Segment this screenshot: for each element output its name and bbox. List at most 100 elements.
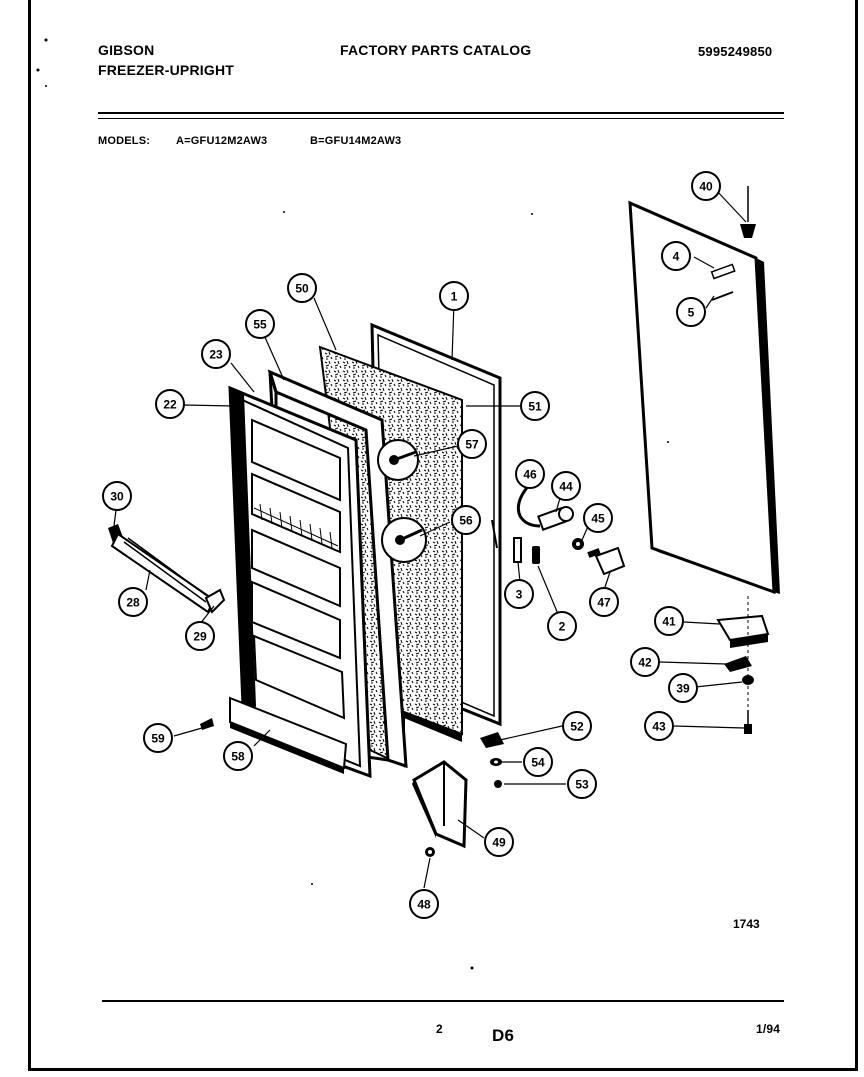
svg-text:39: 39 xyxy=(676,682,690,696)
callout-22: 22 xyxy=(155,389,185,419)
svg-text:22: 22 xyxy=(163,398,177,412)
callout-57: 57 xyxy=(457,429,487,459)
svg-text:55: 55 xyxy=(253,318,267,332)
product-type: FREEZER-UPRIGHT xyxy=(98,62,234,78)
svg-text:50: 50 xyxy=(295,282,309,296)
footer-rule xyxy=(102,1000,784,1002)
svg-text:4: 4 xyxy=(673,250,680,264)
callout-50: 50 xyxy=(287,273,317,303)
key-47 xyxy=(587,546,626,576)
svg-text:3: 3 xyxy=(516,588,523,602)
callout-2: 2 xyxy=(547,611,577,641)
svg-text:42: 42 xyxy=(638,656,652,670)
brand-name: GIBSON xyxy=(98,42,155,58)
callout-46: 46 xyxy=(515,459,545,489)
model-b: B=GFU14M2AW3 xyxy=(310,135,402,147)
svg-text:29: 29 xyxy=(193,630,207,644)
outer-door-panel xyxy=(628,200,780,595)
callout-39: 39 xyxy=(668,673,698,703)
callout-41: 41 xyxy=(654,606,684,636)
callout-56: 56 xyxy=(451,505,481,535)
svg-text:59: 59 xyxy=(151,732,165,746)
callout-48: 48 xyxy=(409,889,439,919)
svg-text:54: 54 xyxy=(531,756,545,770)
callout-1: 1 xyxy=(439,281,469,311)
callout-54: 54 xyxy=(523,747,553,777)
callout-49: 49 xyxy=(484,827,514,857)
svg-text:46: 46 xyxy=(523,468,537,482)
callout-51: 51 xyxy=(520,391,550,421)
svg-text:40: 40 xyxy=(699,180,713,194)
screw-53 xyxy=(494,780,502,788)
part-3 xyxy=(513,537,522,563)
screw-48 xyxy=(425,847,435,857)
callout-42: 42 xyxy=(630,647,660,677)
bottom-bracket xyxy=(229,696,348,774)
washer-54 xyxy=(490,758,502,766)
screw-59 xyxy=(200,718,214,730)
catalog-number: 5995249850 xyxy=(698,44,773,59)
lock-cylinder-44 xyxy=(537,506,574,531)
shelf-bar-assembly xyxy=(108,524,226,614)
hinge-bracket-52 xyxy=(480,732,504,748)
callout-5: 5 xyxy=(676,297,706,327)
svg-text:53: 53 xyxy=(575,778,589,792)
callout-3: 3 xyxy=(504,579,534,609)
svg-text:41: 41 xyxy=(662,615,676,629)
svg-text:2: 2 xyxy=(559,620,566,634)
callout-30: 30 xyxy=(102,481,132,511)
svg-text:43: 43 xyxy=(652,720,666,734)
catalog-title: FACTORY PARTS CATALOG xyxy=(340,42,532,58)
part-2 xyxy=(532,546,540,564)
dial-57 xyxy=(377,439,419,481)
hinge-42 xyxy=(724,656,752,672)
nut-45 xyxy=(572,538,584,550)
callout-23: 23 xyxy=(201,339,231,369)
callout-47: 47 xyxy=(589,587,619,617)
callout-40: 40 xyxy=(691,171,721,201)
svg-text:47: 47 xyxy=(597,596,611,610)
svg-text:45: 45 xyxy=(591,512,605,526)
catalog-date: 1/94 xyxy=(756,1022,781,1036)
header-rule-top xyxy=(98,112,784,114)
callout-43: 43 xyxy=(644,711,674,741)
models-label: MODELS: xyxy=(98,135,151,147)
svg-text:52: 52 xyxy=(570,720,584,734)
scan-specks xyxy=(36,38,669,970)
callout-29: 29 xyxy=(185,621,215,651)
dial-56 xyxy=(381,517,427,563)
svg-text:5: 5 xyxy=(688,306,695,320)
svg-text:28: 28 xyxy=(126,596,140,610)
callout-28: 28 xyxy=(118,587,148,617)
lock-wire-46 xyxy=(516,483,541,528)
svg-text:48: 48 xyxy=(417,898,431,912)
svg-text:1: 1 xyxy=(451,290,458,304)
callout-59: 59 xyxy=(143,723,173,753)
svg-text:58: 58 xyxy=(231,750,245,764)
callout-55: 55 xyxy=(245,309,275,339)
svg-text:49: 49 xyxy=(492,836,506,850)
callout-bubbles: 40 4 5 50 1 55 23 22 51 57 46 44 45 56 3… xyxy=(102,171,721,919)
svg-text:57: 57 xyxy=(465,438,479,452)
figure-number: 1743 xyxy=(733,917,760,931)
svg-text:30: 30 xyxy=(110,490,124,504)
header-rule-bottom xyxy=(98,118,784,119)
inner-door-liner xyxy=(228,385,372,779)
hinge-cover-49 xyxy=(412,760,468,849)
callout-44: 44 xyxy=(551,471,581,501)
model-a: A=GFU12M2AW3 xyxy=(176,135,268,147)
callout-52: 52 xyxy=(562,711,592,741)
callout-58: 58 xyxy=(223,741,253,771)
hinge-41 xyxy=(716,614,770,648)
hinge-pin-top xyxy=(740,186,756,238)
svg-text:56: 56 xyxy=(459,514,473,528)
svg-text:23: 23 xyxy=(209,348,223,362)
screw-43 xyxy=(744,710,752,734)
section-code: D6 xyxy=(492,1026,515,1045)
callout-53: 53 xyxy=(567,769,597,799)
callout-4: 4 xyxy=(661,241,691,271)
svg-text:51: 51 xyxy=(528,400,542,414)
svg-text:44: 44 xyxy=(559,480,573,494)
